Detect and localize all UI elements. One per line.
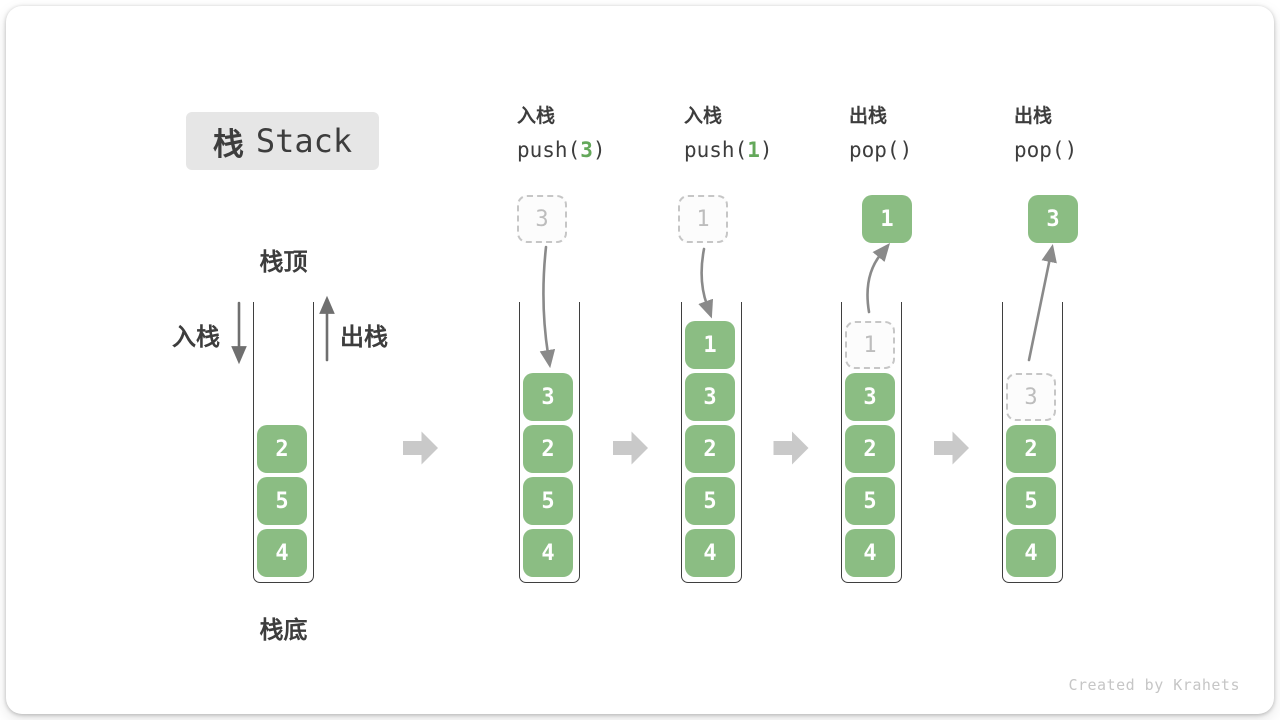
code-text: ) [759,138,773,162]
operation-code: push(3) [517,138,606,162]
code-text: ) [592,138,606,162]
code-text: push( [517,138,581,162]
stack-item: 1 [685,321,735,369]
stack-item: 5 [1006,477,1056,525]
push-side-label: 入栈 [172,324,220,351]
operation-label: 出栈 [849,106,888,127]
code-text: pop( [1014,138,1065,162]
code-text: ) [899,138,913,162]
stack-item-ghost: 3 [1006,373,1056,421]
stack-item: 4 [257,529,307,577]
column-header: 入栈 push(3) [517,104,606,162]
column-header: 出栈 pop() [849,104,912,162]
floating-value-chip: 3 [517,195,567,243]
floating-value-chip: 1 [862,195,912,243]
operation-label: 出栈 [1014,106,1053,127]
operation-label: 入栈 [684,106,723,127]
operation-code: pop() [1014,138,1077,162]
floating-value-chip: 3 [1028,195,1078,243]
stack-item: 2 [1006,425,1056,473]
code-arg: 1 [747,138,760,162]
operation-label: 入栈 [517,106,556,127]
stack-item: 5 [685,477,735,525]
operation-code: pop() [849,138,912,162]
stack-item: 2 [845,425,895,473]
code-arg: 3 [580,138,593,162]
stack-item: 5 [257,477,307,525]
operation-code: push(1) [684,138,773,162]
code-text: pop( [849,138,900,162]
floating-value-chip: 1 [678,195,728,243]
code-text: push( [684,138,748,162]
title-zh: 栈 [212,126,244,162]
pop-side-label: 出栈 [340,324,388,351]
stack-item: 5 [523,477,573,525]
title-badge: 栈 Stack [186,112,379,170]
stack-item: 4 [685,529,735,577]
stack-item: 2 [685,425,735,473]
stack-item: 3 [685,373,735,421]
stack-bottom-label: 栈底 [259,617,308,644]
stack-item: 5 [845,477,895,525]
stack-item: 4 [845,529,895,577]
watermark: Created by Krahets [1068,676,1240,694]
code-text: ) [1064,138,1078,162]
stack-item: 3 [523,373,573,421]
stack-top-label: 栈顶 [259,249,308,276]
stack-item: 3 [845,373,895,421]
stack-item-ghost: 1 [845,321,895,369]
title-en: Stack [255,122,353,160]
stack-item: 2 [523,425,573,473]
column-header: 入栈 push(1) [684,104,773,162]
stack-item: 2 [257,425,307,473]
column-header: 出栈 pop() [1014,104,1077,162]
stack-item: 4 [523,529,573,577]
stack-item: 4 [1006,529,1056,577]
